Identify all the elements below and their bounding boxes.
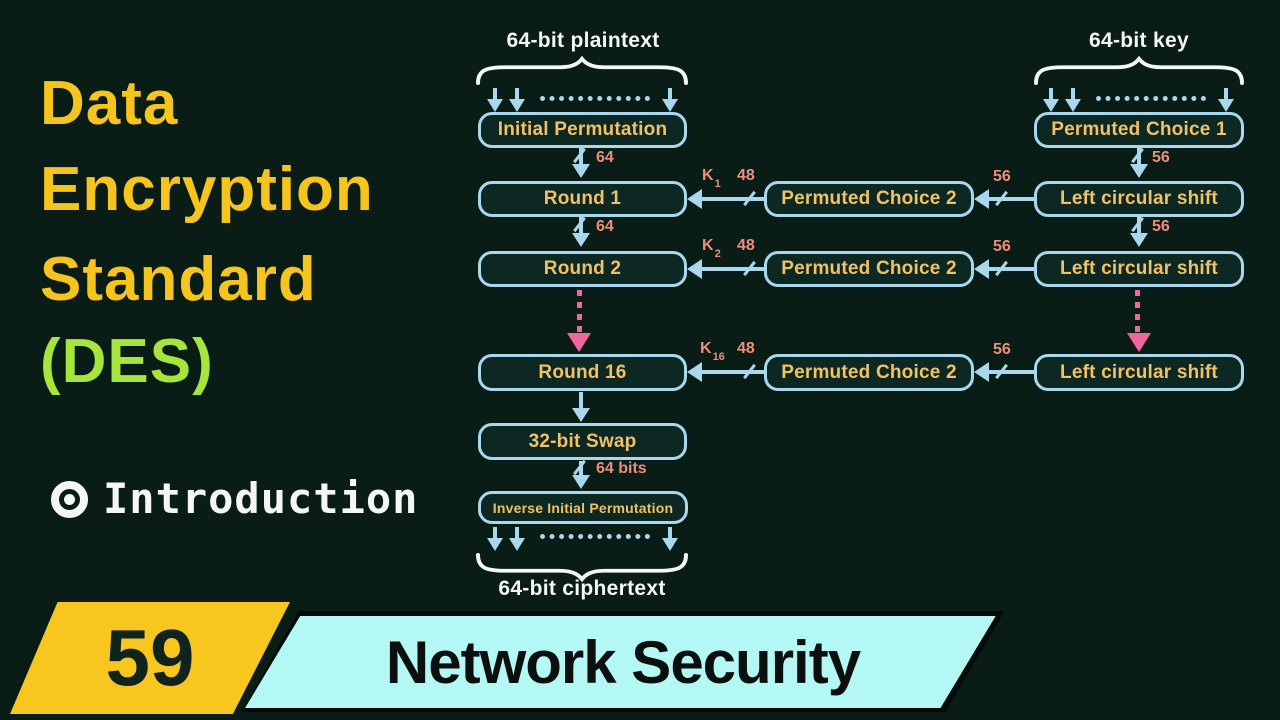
permuted-choice2-box-3: Permuted Choice 2 — [764, 354, 974, 391]
input-arrow-icon — [1218, 88, 1234, 112]
bus-width-label: 64 bits — [596, 460, 647, 477]
subkey-subscript: 2 — [714, 248, 721, 261]
bus-ip-to-round1 — [579, 148, 583, 166]
bus-round1-to-round2 — [579, 217, 583, 235]
initial-permutation-box: Initial Permutation — [478, 112, 687, 148]
bus-width-label: 56 — [1152, 218, 1170, 235]
subkey-base: K — [702, 167, 714, 184]
pink-arrowhead-icon — [567, 333, 591, 352]
bus-lcs2-to-pc2 — [987, 267, 1034, 271]
ellipsis-dots — [540, 96, 650, 101]
episode-number: 59 — [105, 613, 195, 702]
permuted-choice2-box-1: Permuted Choice 2 — [764, 181, 974, 217]
ciphertext-brace — [476, 553, 688, 583]
subkey-label-k16: K16 — [700, 340, 725, 364]
input-arrow-icon — [1065, 88, 1081, 112]
bus-width-label: 56 — [993, 168, 1011, 185]
input-arrow-icon — [509, 88, 525, 112]
subkey-label-k1: K1 — [702, 167, 721, 191]
bus-width-label: 64 — [596, 218, 614, 235]
input-arrow-icon — [662, 88, 678, 112]
permuted-choice2-box-2: Permuted Choice 2 — [764, 251, 974, 287]
subkey-label-k2: K2 — [702, 237, 721, 261]
arrowhead-left-icon — [687, 362, 702, 382]
bus-width-label: 48 — [737, 167, 755, 184]
bus-lcs3-to-pc2 — [987, 370, 1034, 374]
bullseye-icon — [51, 481, 88, 518]
bus-pc2-to-round16 — [700, 370, 764, 374]
output-arrow-icon — [509, 527, 525, 551]
ciphertext-label: 64-bit ciphertext — [498, 577, 666, 600]
subkey-subscript: 16 — [712, 351, 725, 364]
bus-pc2-to-round2 — [700, 267, 764, 271]
arrowhead-down-icon — [572, 408, 590, 422]
left-circular-shift-box-1: Left circular shift — [1034, 181, 1244, 217]
key-brace — [1034, 55, 1245, 85]
output-arrow-icon — [487, 527, 503, 551]
bus-width-label: 56 — [993, 238, 1011, 255]
ellipsis-dots — [1096, 96, 1206, 101]
left-circular-shift-box-2: Left circular shift — [1034, 251, 1244, 287]
intro-label: Introduction — [103, 474, 419, 523]
bus-width-label: 56 — [1152, 149, 1170, 166]
series-banner: Network Security — [245, 616, 996, 708]
left-circular-shift-box-3: Left circular shift — [1034, 354, 1244, 391]
bus-pc2-to-round1 — [700, 197, 764, 201]
dotted-shifts-continuation — [1135, 290, 1140, 335]
episode-number-badge: 59 — [10, 602, 290, 714]
bus-round16-to-swap — [579, 392, 583, 410]
input-arrow-icon — [487, 88, 503, 112]
inverse-initial-permutation-box: Inverse Initial Permutation — [478, 491, 688, 524]
round1-box: Round 1 — [478, 181, 687, 217]
arrowhead-down-icon — [1130, 233, 1148, 247]
subkey-base: K — [700, 340, 712, 357]
arrowhead-left-icon — [687, 189, 702, 209]
subkey-subscript: 1 — [714, 178, 721, 191]
ellipsis-dots — [540, 534, 650, 539]
title-acronym: (DES) — [40, 327, 214, 396]
output-arrow-icon — [662, 527, 678, 551]
arrowhead-down-icon — [572, 475, 590, 489]
input-arrow-icon — [1043, 88, 1059, 112]
series-title: Network Security — [385, 628, 861, 696]
arrowhead-left-icon — [974, 259, 989, 279]
round16-box: Round 16 — [478, 354, 687, 391]
dotted-rounds-continuation — [577, 290, 582, 335]
key-label: 64-bit key — [1089, 29, 1189, 52]
bus-width-label: 48 — [737, 237, 755, 254]
arrowhead-down-icon — [1130, 164, 1148, 178]
arrowhead-down-icon — [572, 164, 590, 178]
bus-lcs1-to-lcs2 — [1137, 217, 1141, 235]
title-line-3: Standard — [40, 245, 317, 314]
bus-pc1-to-lcs1 — [1137, 148, 1141, 166]
plaintext-label: 64-bit plaintext — [506, 29, 660, 52]
swap-box: 32-bit Swap — [478, 423, 687, 460]
arrowhead-left-icon — [974, 189, 989, 209]
title-line-1: Data — [40, 69, 179, 138]
arrowhead-down-icon — [572, 233, 590, 247]
pink-arrowhead-icon — [1127, 333, 1151, 352]
permuted-choice1-box: Permuted Choice 1 — [1034, 112, 1244, 148]
subkey-base: K — [702, 237, 714, 254]
bus-width-label: 64 — [596, 149, 614, 166]
title-line-2: Encryption — [40, 155, 374, 224]
round2-box: Round 2 — [478, 251, 687, 287]
arrowhead-left-icon — [687, 259, 702, 279]
bus-width-label: 48 — [737, 340, 755, 357]
bus-swap-to-iip — [579, 461, 583, 477]
plaintext-brace — [476, 55, 688, 85]
arrowhead-left-icon — [974, 362, 989, 382]
bus-lcs1-to-pc2 — [987, 197, 1034, 201]
bus-width-label: 56 — [993, 341, 1011, 358]
